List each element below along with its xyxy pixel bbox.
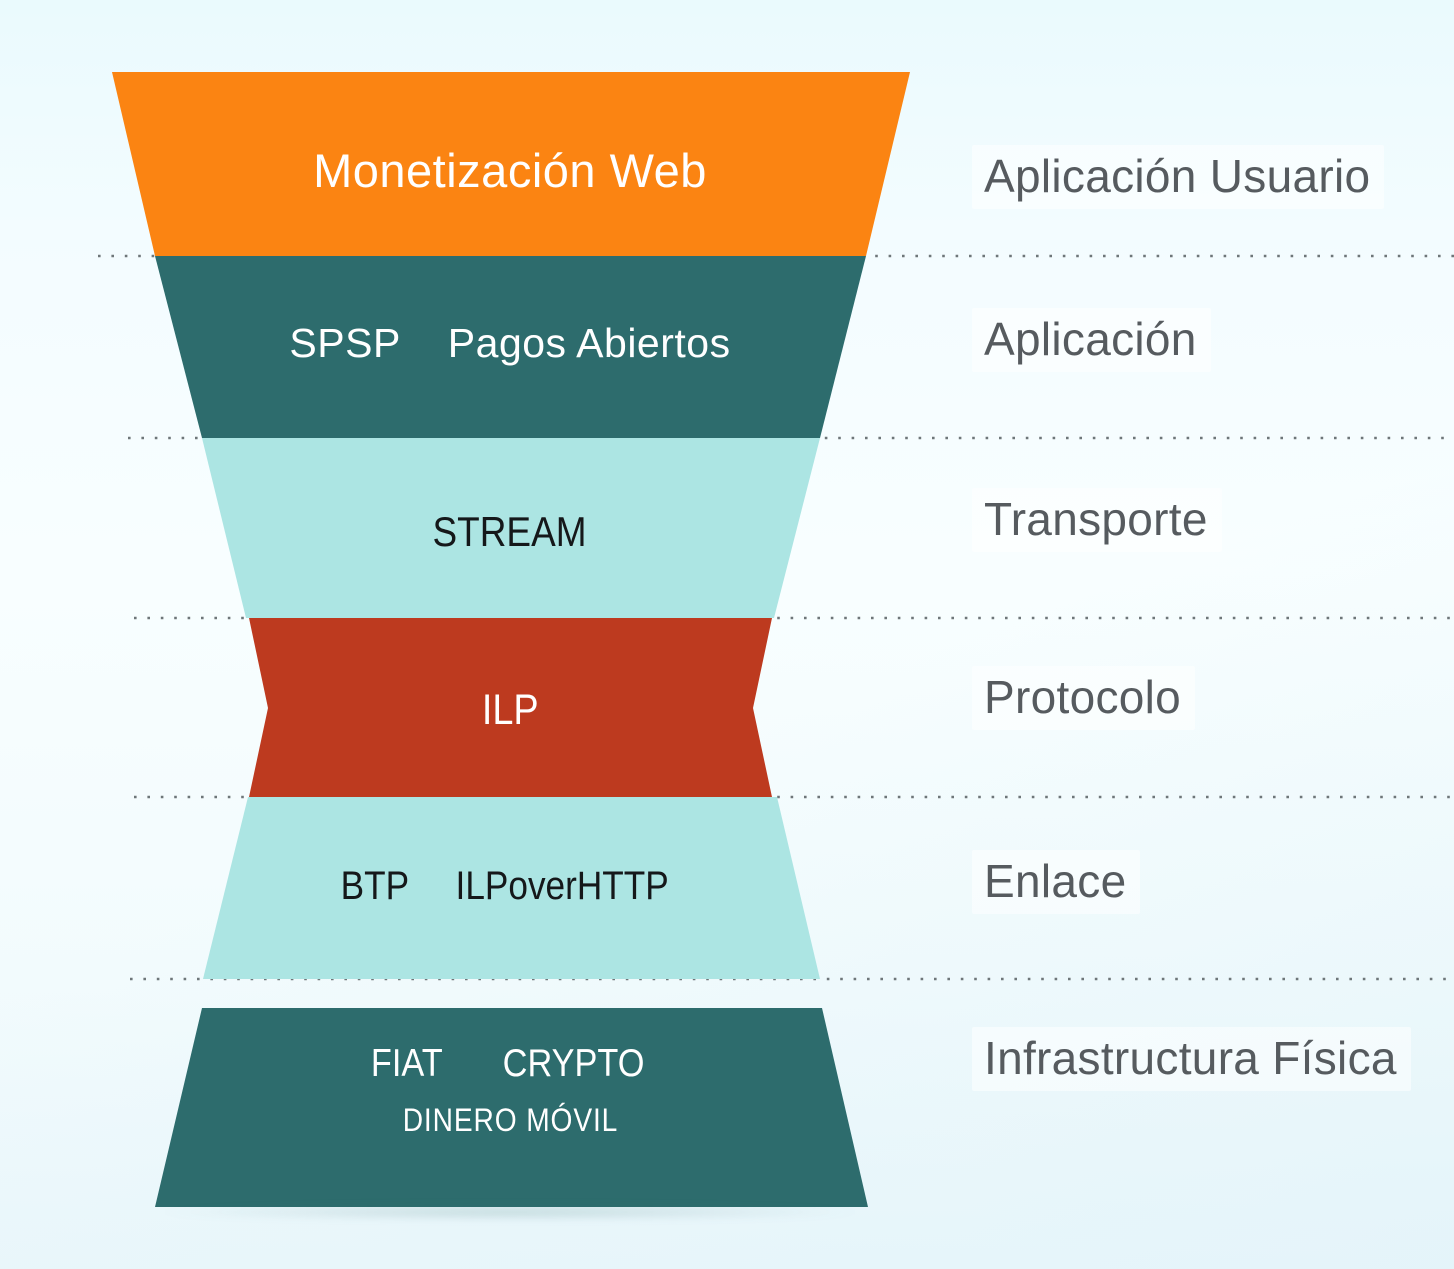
layer-label-text: STREAM	[432, 508, 587, 555]
layer-label-spsp: SPSP Pagos Abiertos	[110, 314, 910, 372]
layer-divider-lines	[98, 254, 1454, 981]
right-label-text: Aplicación	[972, 308, 1211, 372]
layer-label-web-monetization: Monetización Web	[110, 140, 910, 200]
right-label-transporte: Transporte	[972, 488, 1222, 552]
right-label-text: Infrastructura Física	[972, 1027, 1411, 1091]
layer-label-text: Pagos Abiertos	[447, 319, 731, 366]
layer-label-text: DINERO MÓVIL	[402, 1101, 618, 1138]
layer-label-text: FIAT	[370, 1042, 443, 1085]
right-label-infrastructura-fisica: Infrastructura Física	[972, 1027, 1411, 1091]
layer-stream-shape	[202, 438, 820, 618]
right-label-text: Aplicación Usuario	[972, 145, 1385, 209]
layer-label-text: ILPoverHTTP	[455, 863, 670, 908]
layer-sublabel-settlement: DINERO MÓVIL	[110, 1098, 910, 1142]
right-label-protocolo: Protocolo	[972, 666, 1196, 730]
right-label-aplicacion: Aplicación	[972, 308, 1211, 372]
layer-label-text: BTP	[341, 863, 410, 908]
layer-label-text: ILP	[481, 685, 539, 734]
right-label-aplicacion-usuario: Aplicación Usuario	[972, 145, 1385, 209]
layer-label-stream: STREAM	[110, 504, 910, 560]
layer-btp-shape	[203, 797, 820, 979]
layer-web-monetization-shape	[112, 72, 910, 256]
right-label-enlace: Enlace	[972, 850, 1141, 914]
right-label-text: Transporte	[972, 488, 1222, 552]
layer-label-btp: BTP ILPoverHTTP	[110, 858, 910, 914]
layer-label-settlement: FIAT CRYPTO	[110, 1038, 910, 1090]
layer-ilp-shape	[249, 618, 772, 797]
right-label-text: Protocolo	[972, 666, 1196, 730]
layer-spsp-shape	[155, 256, 866, 438]
layer-label-ilp: ILP	[110, 682, 910, 738]
layer-label-text: Monetización Web	[313, 143, 707, 197]
layer-settlement-shape	[155, 1008, 868, 1207]
layer-label-text: CRYPTO	[502, 1042, 645, 1085]
right-label-text: Enlace	[972, 850, 1141, 914]
funnel-bottom-shadow	[160, 1204, 860, 1220]
layer-label-text: SPSP	[289, 319, 401, 366]
